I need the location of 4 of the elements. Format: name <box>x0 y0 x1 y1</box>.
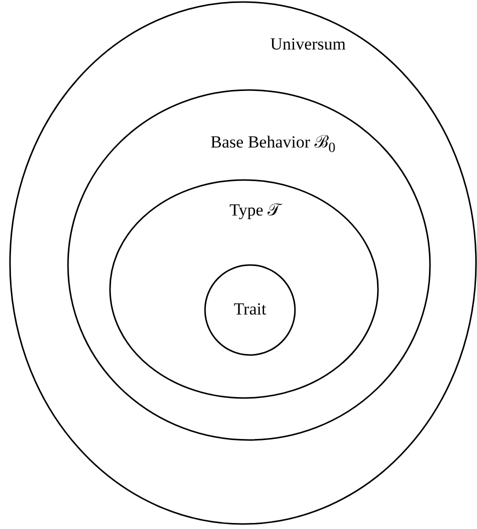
set-label: Base Behavior ℬ$_{0}$ <box>210 134 336 156</box>
set-label: Universum <box>270 36 346 54</box>
set-label: Type 𝒯 <box>230 202 280 220</box>
set-label: Trait <box>234 300 266 320</box>
